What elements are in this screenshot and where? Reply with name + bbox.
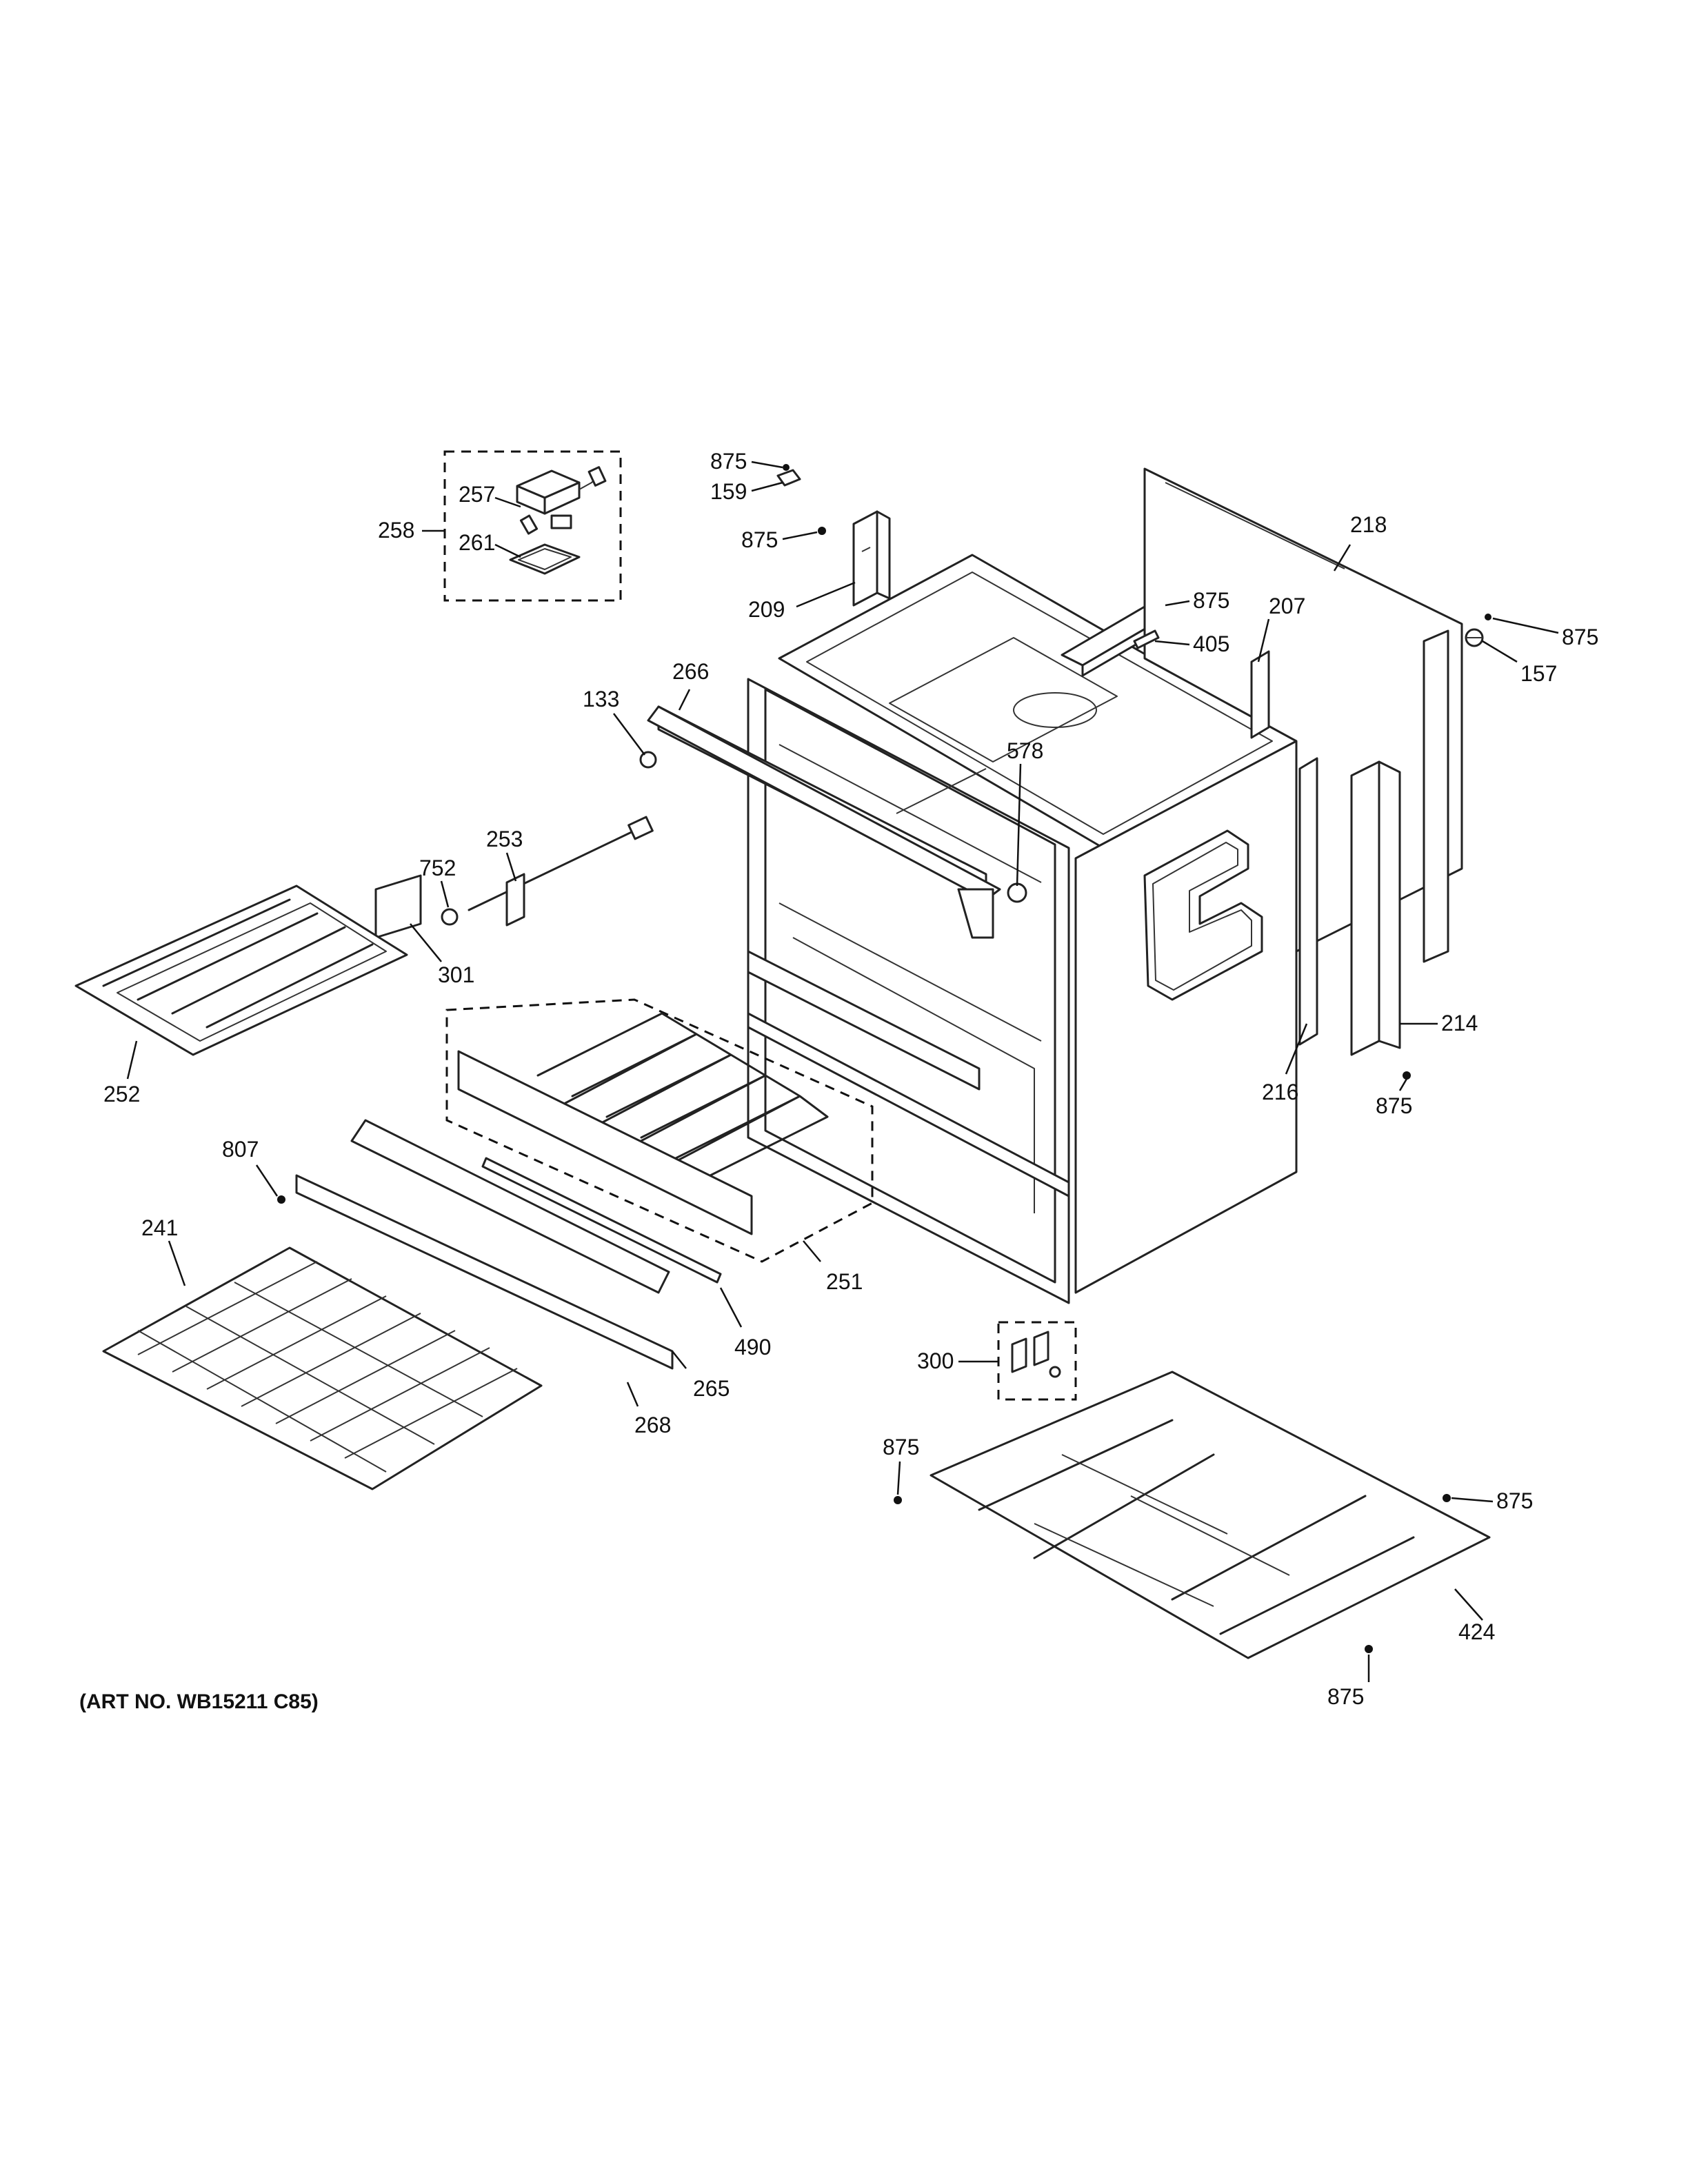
callout-266: 266 (672, 659, 709, 684)
part-424-bottom-panel (930, 1371, 1491, 1659)
part-252-broil-element (74, 884, 408, 1056)
part-253-sensor (468, 816, 654, 927)
part-157-thermal-switch (1465, 614, 1491, 647)
kit-300-group (997, 1321, 1077, 1401)
screw-807 (277, 1195, 285, 1204)
callout-405: 405 (1193, 631, 1229, 656)
kit-251-group (445, 998, 874, 1263)
callout-875-g: 875 (1496, 1488, 1533, 1513)
callout-424: 424 (1458, 1619, 1495, 1644)
part-241-oven-rack (102, 1246, 543, 1490)
callout-261: 261 (459, 530, 495, 555)
part-133-grommet (639, 751, 657, 769)
kit-258-group (443, 450, 622, 602)
kit-258-dashed-box (443, 450, 622, 602)
part-216-strip (1298, 757, 1318, 1046)
callout-241: 241 (141, 1215, 178, 1240)
callout-157: 157 (1520, 661, 1557, 686)
part-752-screw (441, 908, 459, 926)
callout-875-a: 875 (710, 449, 747, 474)
part-405-retainer (1133, 629, 1160, 649)
callout-214: 214 (1441, 1011, 1478, 1035)
callout-209: 209 (748, 597, 785, 622)
screw-875-b (818, 527, 826, 535)
part-265-trim (295, 1174, 674, 1370)
callout-252: 252 (103, 1082, 140, 1106)
callout-133: 133 (583, 687, 619, 711)
callout-875-d: 875 (1562, 625, 1598, 649)
callout-875-f: 875 (883, 1435, 919, 1459)
callout-258: 258 (378, 518, 414, 543)
callout-labels: 875 159 875 209 257 258 261 218 875 207 … (103, 449, 1598, 1709)
part-578-light (1007, 882, 1027, 903)
part-214-channel (1350, 629, 1449, 1056)
leader-lines (126, 461, 1559, 1682)
part-207-bracket (1250, 650, 1270, 739)
part-209-bracket (852, 510, 891, 607)
art-number-label: (ART NO. WB15211 C85) (79, 1690, 319, 1713)
part-257-module (516, 466, 607, 535)
callout-207: 207 (1269, 594, 1305, 618)
callout-265: 265 (693, 1376, 730, 1401)
callout-159: 159 (710, 479, 747, 504)
oven-cavity-body (657, 554, 1392, 1304)
callout-578: 578 (1007, 738, 1043, 763)
part-268-bracket (350, 1119, 670, 1294)
callout-251: 251 (826, 1269, 863, 1294)
callout-807: 807 (222, 1137, 259, 1162)
screw-875-e (1403, 1071, 1411, 1080)
callout-218: 218 (1350, 512, 1387, 537)
callout-875-e: 875 (1376, 1093, 1412, 1118)
callout-875-c: 875 (1193, 588, 1229, 613)
callout-752: 752 (419, 856, 456, 880)
part-261-gasket (509, 543, 581, 575)
callout-301: 301 (438, 962, 474, 987)
part-301-terminal-plate (374, 874, 422, 939)
callout-490: 490 (734, 1335, 771, 1359)
part-490-slide (481, 1157, 722, 1284)
callout-253: 253 (486, 827, 523, 851)
callout-875-h: 875 (1327, 1684, 1364, 1709)
screw-875-g (1443, 1494, 1451, 1502)
screw-875-f (894, 1496, 902, 1504)
callout-875-b: 875 (741, 527, 778, 552)
part-266-trim (647, 705, 1001, 939)
callout-300: 300 (917, 1348, 954, 1373)
callout-216: 216 (1262, 1080, 1298, 1104)
callout-257: 257 (459, 482, 495, 507)
callout-268: 268 (634, 1413, 671, 1437)
screw-875-h (1365, 1645, 1373, 1653)
